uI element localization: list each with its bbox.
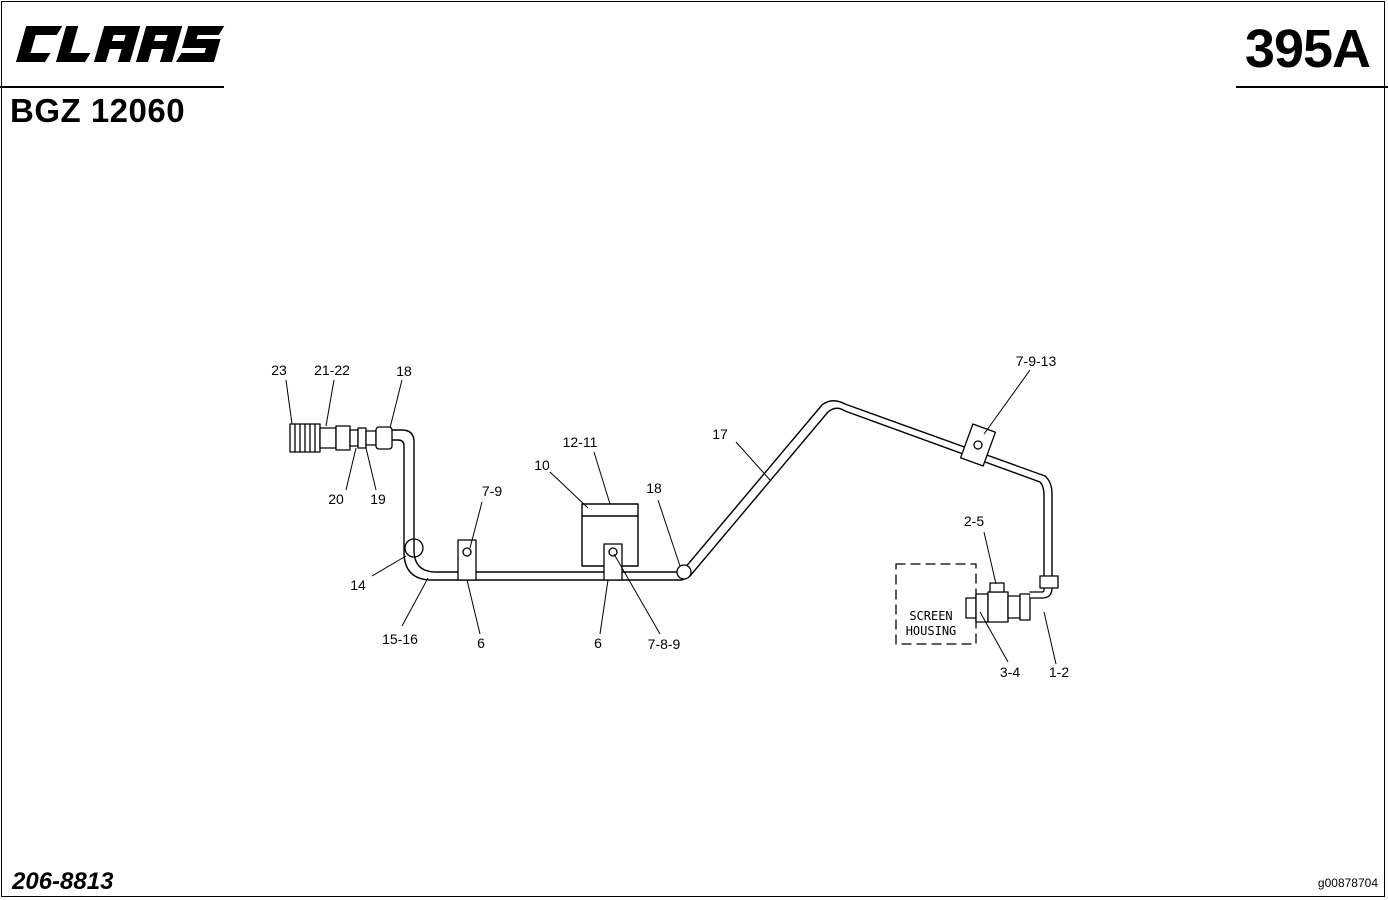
part-number: 206-8813	[12, 868, 114, 895]
callout-12-11: 12-11	[563, 434, 598, 450]
screen-housing-label-line2: HOUSING	[906, 624, 957, 638]
callout-18-center: 18	[646, 480, 662, 496]
callout-19: 19	[370, 491, 386, 507]
header-rule-right	[1236, 86, 1388, 88]
callout-6-left: 6	[477, 635, 485, 651]
callout-15-16: 15-16	[382, 631, 418, 647]
callout-3-4: 3-4	[1000, 664, 1020, 680]
leader-lines	[285, 369, 1057, 665]
fitting-18-left	[365, 426, 393, 450]
clamp-plate-left	[457, 539, 477, 581]
image-id: g00878704	[1317, 876, 1378, 890]
callout-18-left: 18	[396, 363, 412, 379]
callout-20: 20	[328, 491, 344, 507]
callout-10: 10	[534, 457, 550, 473]
callout-23: 23	[271, 362, 287, 378]
callout-7-9-13: 7-9-13	[1016, 353, 1057, 369]
document-code: BGZ 12060	[10, 92, 186, 129]
quick-coupler-23	[289, 423, 321, 453]
callout-2-5: 2-5	[964, 513, 984, 529]
clamp-14	[404, 538, 424, 558]
clamp-plate-upper-right	[959, 423, 997, 467]
adapter-21-22	[319, 425, 367, 451]
claas-logo	[15, 26, 225, 62]
callout-17: 17	[712, 426, 728, 442]
page-number: 395A	[1244, 19, 1371, 79]
header-rule-left	[0, 86, 224, 88]
valve-assembly-1-5	[965, 575, 1059, 623]
screen-housing-label-line1: SCREEN	[909, 609, 952, 623]
callout-7-8-9: 7-8-9	[648, 636, 681, 652]
elbow-fitting-18	[676, 564, 692, 580]
callout-14: 14	[350, 577, 366, 593]
callout-1-2: 1-2	[1049, 664, 1069, 680]
clamp-plate-center	[603, 543, 623, 581]
callout-21-22: 21-22	[314, 362, 350, 378]
callout-6-center: 6	[594, 635, 602, 651]
callout-7-9: 7-9	[482, 483, 502, 499]
